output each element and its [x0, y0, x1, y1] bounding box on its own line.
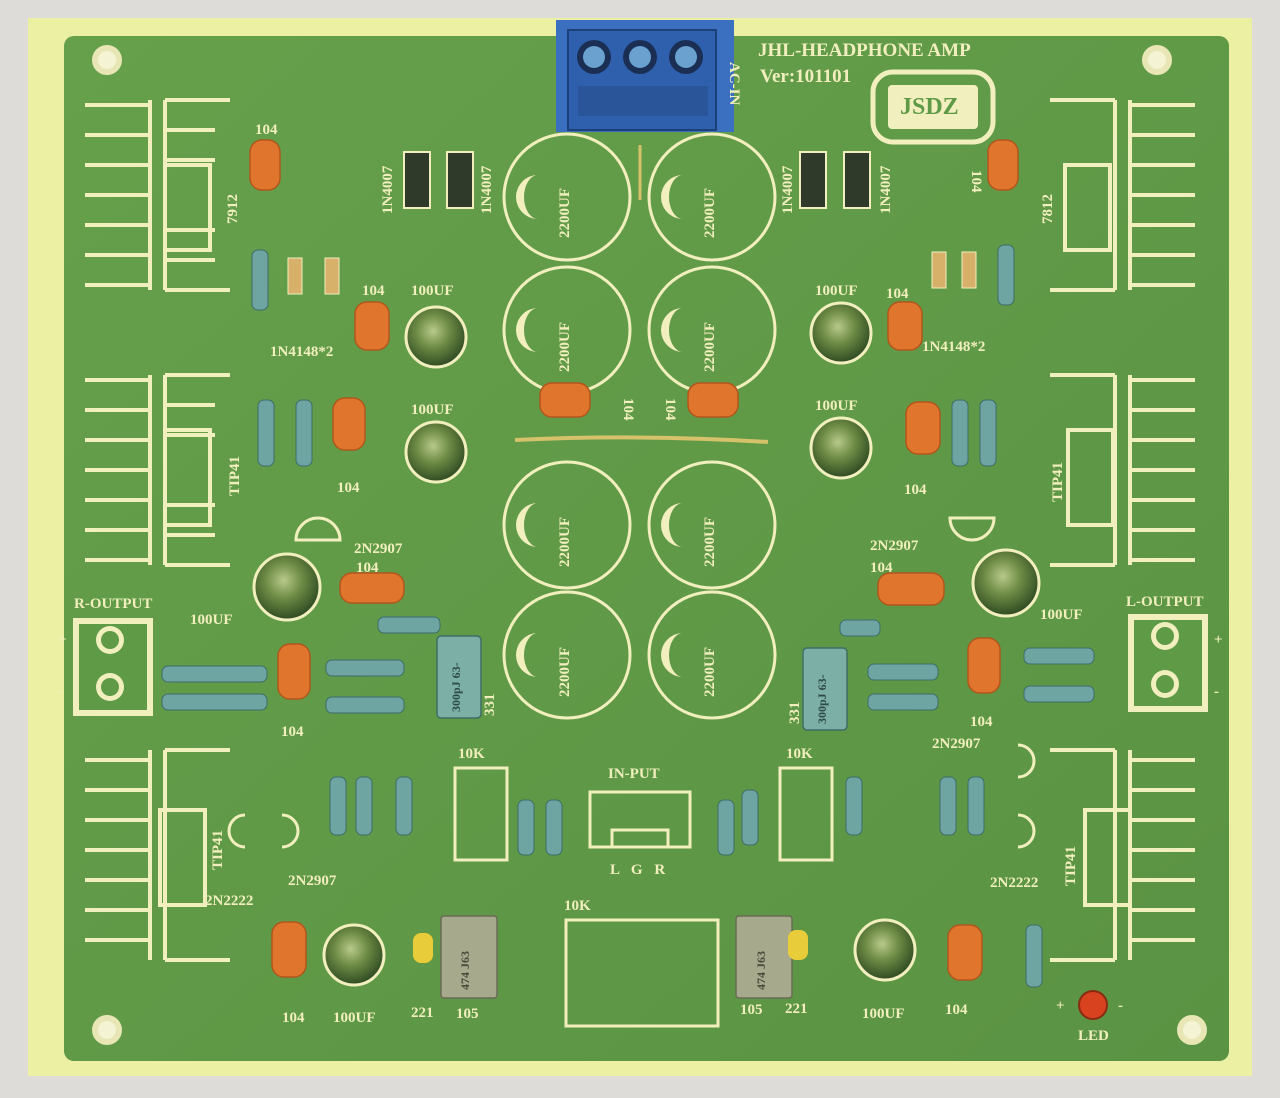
ceramic-capacitor — [249, 139, 1019, 981]
cap-221-label: 221 — [785, 1001, 808, 1017]
transistor-outline-icon — [227, 516, 1036, 849]
cap-100uf-label: 100UF — [411, 402, 454, 418]
ac-in-label: AC-IN — [726, 62, 742, 106]
box-cap-474-label: 474 J63 — [754, 951, 768, 990]
q-2n2222-label: 2N2222 — [205, 893, 254, 909]
cap-2200uf-label: 2200UF — [702, 647, 718, 697]
tip41-label: TIP41 — [210, 829, 226, 870]
diode-1n4007-label: 1N4007 — [479, 165, 495, 214]
cap-104-label: 104 — [282, 1010, 305, 1026]
diode-1n4007-label: 1N4007 — [878, 165, 894, 214]
q-2n2222-label: 2N2222 — [990, 875, 1039, 891]
cap-2200uf-label: 2200UF — [557, 322, 573, 372]
cap-104-label: 104 — [356, 560, 379, 576]
q-2n2907-label: 2N2907 — [288, 873, 337, 889]
r-output-plus: + — [58, 632, 67, 648]
cap-100uf-label: 100UF — [1040, 607, 1083, 623]
led-minus: - — [1118, 998, 1123, 1014]
diode-1n4148-label: 1N4148*2 — [922, 339, 986, 355]
tip41-label: TIP41 — [1050, 461, 1066, 502]
l-output-plus: + — [1214, 632, 1223, 648]
cap-104-label: 104 — [945, 1002, 968, 1018]
cap-104-label: 104 — [904, 482, 927, 498]
cap-2200uf-label: 2200UF — [702, 517, 718, 567]
r-output-terminal — [73, 618, 153, 716]
cap-331-label: 331 — [482, 693, 498, 717]
diode-1n4148-label: 1N4148*2 — [270, 344, 334, 360]
film-cap-300pj-label: 300pJ 63- — [815, 674, 829, 724]
jsdz-logo-text: JSDZ — [900, 94, 959, 120]
cap-104-label: 104 — [620, 398, 636, 421]
cap-100uf-label: 100UF — [411, 283, 454, 299]
cap-2200uf-label: 2200UF — [702, 322, 718, 372]
tip41-label: TIP41 — [227, 455, 243, 496]
cap-104-label: 104 — [337, 480, 360, 496]
electrolytic-capacitor — [252, 301, 1041, 987]
l-output-minus: - — [1214, 684, 1219, 700]
mounting-hole-icon — [92, 45, 1207, 1045]
q-2n2907-label: 2N2907 — [354, 541, 403, 557]
l-output-terminal — [1128, 614, 1208, 712]
resistor — [161, 244, 1095, 988]
box-cap-474-label: 474 J63 — [458, 951, 472, 990]
cap-2200uf-label: 2200UF — [702, 188, 718, 238]
cap-104-label: 104 — [281, 724, 304, 740]
cap-100uf-label: 100UF — [862, 1006, 905, 1022]
input-label: IN-PUT — [608, 766, 660, 782]
cap-331-label: 331 — [787, 701, 803, 725]
cap-104-label: 104 — [662, 398, 678, 421]
cap-104-label: 104 — [255, 122, 278, 138]
ac-in-terminal-block — [556, 20, 734, 132]
diode — [287, 151, 977, 295]
tip41-label: TIP41 — [1063, 845, 1079, 886]
cap-105-label: 105 — [740, 1002, 763, 1018]
diode-1n4007-label: 1N4007 — [780, 165, 796, 214]
q-2n2907-label: 2N2907 — [870, 538, 919, 554]
jsdz-logo-box — [870, 69, 996, 145]
cap-104-label: 104 — [886, 286, 909, 302]
r-output-minus: - — [58, 684, 63, 700]
board-title: JHL-HEADPHONE AMP — [758, 40, 971, 61]
cap-104-label: 104 — [968, 170, 984, 193]
cap-100uf-label: 100UF — [815, 283, 858, 299]
heatsink-outline-icon — [85, 98, 1195, 962]
cap-104-label: 104 — [870, 560, 893, 576]
cap-104-label: 104 — [362, 283, 385, 299]
cap-2200uf-label: 2200UF — [557, 188, 573, 238]
cap-100uf-label: 100UF — [333, 1010, 376, 1026]
board-version: Ver:101101 — [760, 66, 852, 87]
cap-100uf-label: 100UF — [815, 398, 858, 414]
reg-7812-label: 7812 — [1040, 194, 1056, 224]
cap-2200uf-label: 2200UF — [557, 517, 573, 567]
pot-10k-label: 10K — [458, 746, 485, 762]
input-connector-outline — [588, 790, 692, 849]
capacitor-polarity-icon — [516, 175, 683, 677]
reg-7912-label: 7912 — [225, 194, 241, 224]
film-cap-300pj-label: 300pJ 63- — [449, 662, 463, 712]
led-label: LED — [1078, 1028, 1109, 1044]
l-output-label: L-OUTPUT — [1126, 594, 1204, 610]
cap-105-label: 105 — [456, 1006, 479, 1022]
input-channels-label: L G R — [610, 862, 666, 878]
cap-104-label: 104 — [970, 714, 993, 730]
led-icon — [1078, 990, 1108, 1020]
potentiometer-outline — [453, 766, 834, 1028]
cap-221-label: 221 — [411, 1005, 434, 1021]
film-capacitor — [436, 635, 848, 731]
cap-100uf-label: 100UF — [190, 612, 233, 628]
q-2n2907-label: 2N2907 — [932, 736, 981, 752]
cap-2200uf-label: 2200UF — [557, 647, 573, 697]
board-mask — [64, 36, 1229, 1061]
pot-10k-label: 10K — [564, 898, 591, 914]
led-plus: + — [1056, 998, 1065, 1014]
small-yellow-capacitor — [413, 930, 808, 963]
diode-1n4007-label: 1N4007 — [380, 165, 396, 214]
jumper-wire — [514, 435, 769, 444]
pot-10k-label: 10K — [786, 746, 813, 762]
r-output-label: R-OUTPUT — [74, 596, 153, 612]
